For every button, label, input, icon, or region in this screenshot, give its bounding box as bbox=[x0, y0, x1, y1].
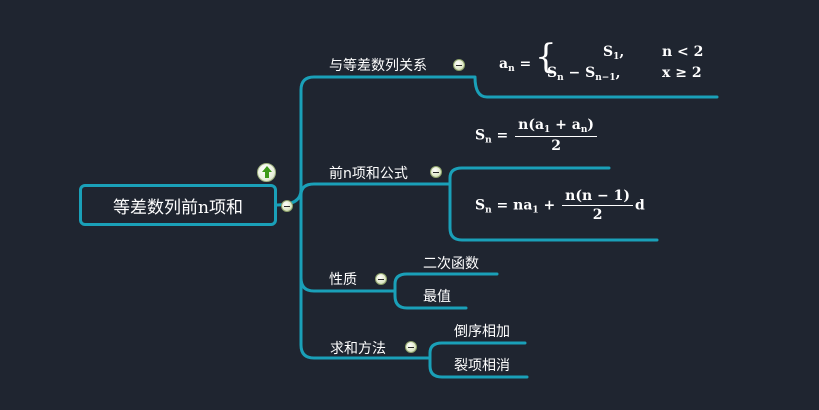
root-label: 等差数列前n项和 bbox=[113, 197, 243, 218]
collapse-icon[interactable] bbox=[430, 166, 442, 178]
leaf-line-quadratic bbox=[393, 272, 499, 293]
branch-line-property bbox=[299, 276, 397, 293]
leaf-line-split bbox=[428, 356, 529, 379]
branch-formula-label[interactable]: 前n项和公式 bbox=[329, 166, 408, 182]
leaf-line-extremum bbox=[393, 289, 468, 310]
fraction: n(n − 1) 2 bbox=[562, 188, 633, 223]
leaf-line-reverse bbox=[428, 341, 527, 360]
formula-case1-value: S1, bbox=[603, 44, 625, 62]
root-node[interactable]: 等差数列前n项和 bbox=[79, 184, 277, 226]
formula-sum-2: Sn = na1 + n(n − 1) 2 d bbox=[475, 188, 645, 223]
fraction: n(a1 + an) 2 bbox=[515, 117, 598, 154]
collapse-icon[interactable] bbox=[375, 273, 387, 285]
branch-property-label[interactable]: 性质 bbox=[329, 272, 357, 288]
formula-case1-cond: n < 2 bbox=[662, 44, 704, 60]
formula-sum-1: Sn = n(a1 + an) 2 bbox=[475, 117, 599, 154]
leaf-split-cancel[interactable]: 裂项相消 bbox=[454, 358, 510, 374]
leaf-quadratic[interactable]: 二次函数 bbox=[423, 256, 479, 272]
branch-line-formula bbox=[299, 182, 452, 197]
leaf-line-relation bbox=[463, 75, 719, 99]
collapse-icon[interactable] bbox=[453, 59, 465, 71]
formula-case2-value: Sn − Sn−1, bbox=[547, 65, 621, 83]
branch-method-label[interactable]: 求和方法 bbox=[330, 341, 386, 357]
brace-glyph: { bbox=[535, 37, 557, 77]
formula-relation-lhs: an = bbox=[499, 56, 532, 74]
leaf-extremum[interactable]: 最值 bbox=[423, 289, 451, 305]
expand-up-icon[interactable] bbox=[257, 163, 276, 182]
formula-case2-cond: x ≥ 2 bbox=[662, 65, 702, 81]
leaf-reverse-add[interactable]: 倒序相加 bbox=[454, 324, 510, 340]
collapse-icon[interactable] bbox=[281, 200, 293, 212]
leaf-line-sum1 bbox=[448, 166, 611, 186]
leaf-line-sum2 bbox=[448, 182, 659, 242]
branch-relation-label[interactable]: 与等差数列关系 bbox=[329, 58, 427, 74]
trunk-line bbox=[275, 75, 467, 360]
collapse-icon[interactable] bbox=[405, 341, 417, 353]
